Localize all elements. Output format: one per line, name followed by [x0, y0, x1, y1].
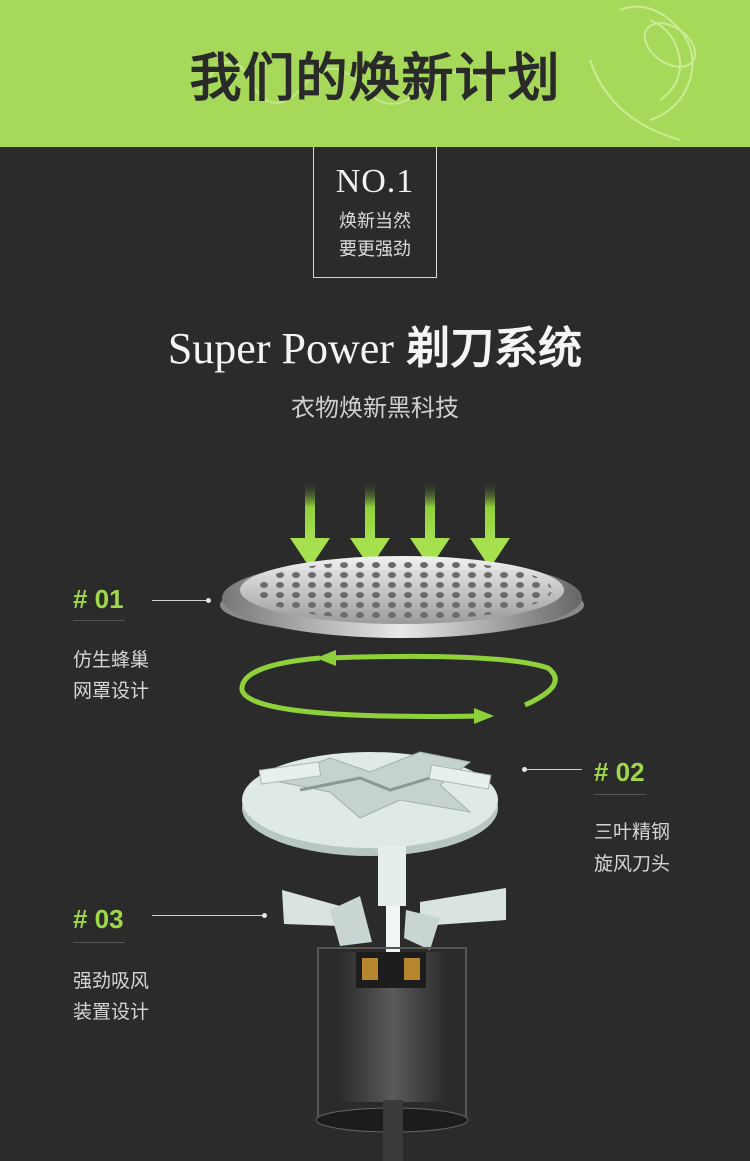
arrow-down-icon: [410, 480, 450, 568]
leader-line: [526, 769, 582, 770]
section-title-cn: 剃刀系统: [406, 323, 583, 374]
badge-line2: 要更强劲: [339, 239, 411, 260]
feature-line1: 三叶精钢: [594, 821, 671, 843]
feature-line1: 仿生蜂巢: [73, 649, 150, 671]
arrow-down-icon: [470, 480, 510, 568]
feature-number: # 01: [73, 584, 124, 614]
badge-box: NO.1 焕新当然 要更强劲: [313, 147, 437, 278]
feature-underline: [73, 942, 125, 943]
rotation-arrows-icon: [239, 650, 558, 724]
banner-title: 我们的焕新计划: [189, 49, 561, 109]
section-title: Super Power 剃刀系统: [0, 312, 750, 376]
leader-line: [152, 600, 208, 601]
arrow-down-icon: [350, 480, 390, 568]
motor: [315, 947, 469, 1161]
feature-underline: [594, 794, 646, 795]
blade-head: [242, 751, 498, 856]
arrow-down-icon: [290, 480, 330, 568]
badge-line1: 焕新当然: [339, 211, 411, 232]
shaver-line-art: [589, 5, 697, 141]
feature-number: # 03: [73, 904, 124, 934]
leader-dot: [262, 913, 267, 918]
fan-assembly: [282, 846, 506, 956]
shaver-exploded-illustration: [220, 480, 584, 1161]
section-subtitle: 衣物焕新黑科技: [291, 394, 459, 422]
feature-underline: [73, 620, 125, 621]
leader-dot: [206, 598, 211, 603]
feature-line1: 强劲吸风: [73, 970, 150, 992]
header-banner: 我们的焕新计划: [0, 0, 750, 147]
section-title-en: Super Power: [167, 324, 394, 373]
badge-label: NO.1: [335, 163, 415, 200]
feature-number: # 02: [594, 757, 645, 787]
mesh-grille: [220, 556, 584, 638]
feature-line2: 旋风刀头: [594, 853, 671, 875]
script-doodle: [199, 61, 491, 105]
leader-line: [152, 915, 264, 916]
feature-line2: 网罩设计: [73, 680, 150, 702]
leader-dot: [522, 767, 527, 772]
feature-line2: 装置设计: [73, 1001, 150, 1023]
